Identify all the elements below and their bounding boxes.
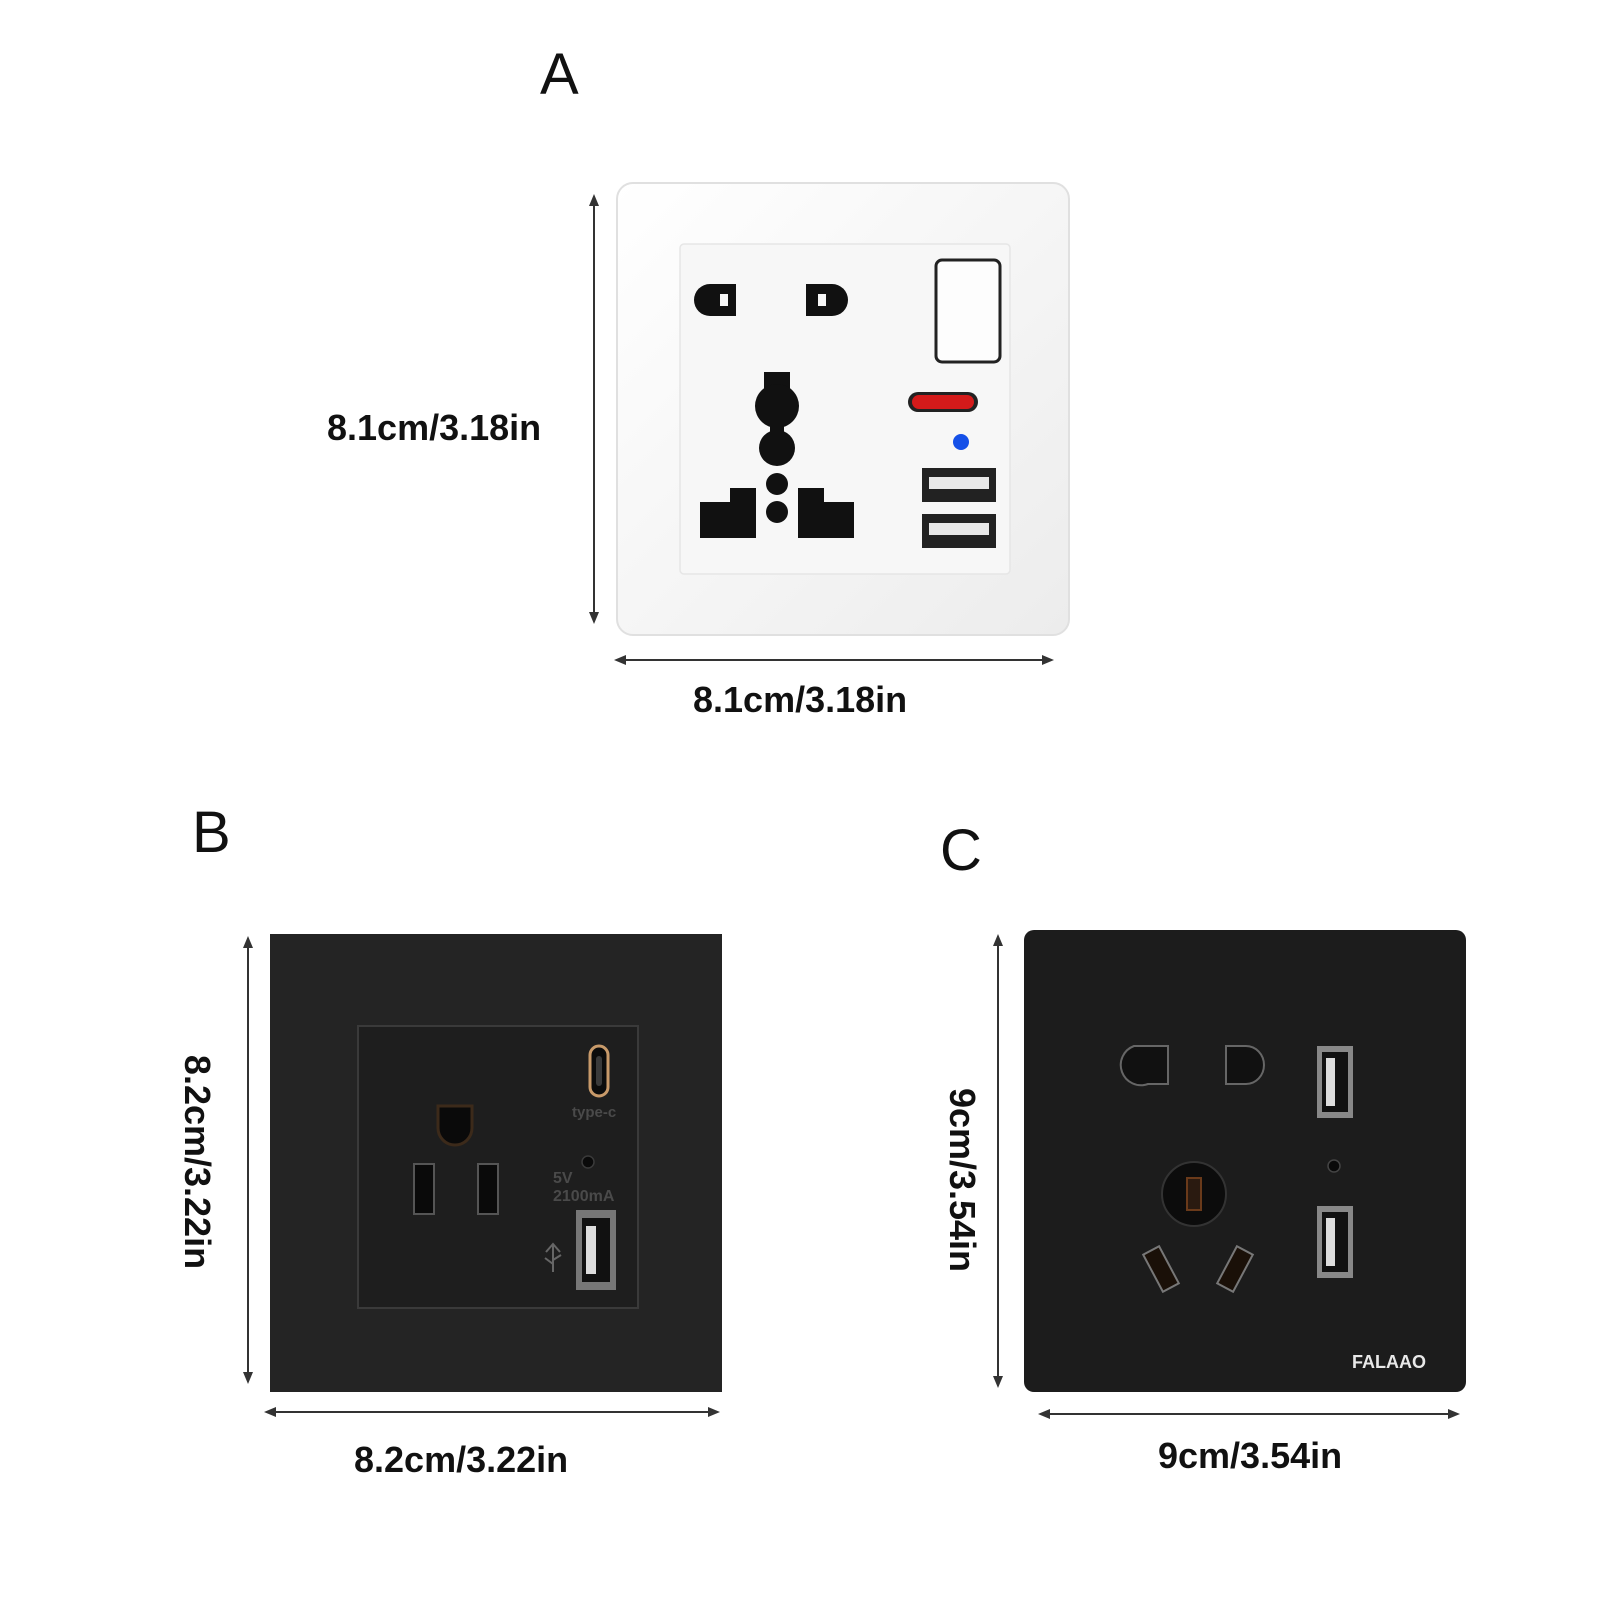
panel-a-width-arrow [614,655,1054,665]
panel-a-width-label: 8.1cm/3.18in [693,679,908,720]
panel-a-height-label: 8.1cm/3.18in [327,407,542,448]
brand-label: FALAAO [1352,1352,1426,1372]
panel-c-width-arrow [1038,1409,1460,1419]
panel-b-label: B [192,800,231,865]
panel-c-label: C [940,818,982,883]
panel-b-height-label: 8.2cm/3.22in [177,1054,218,1270]
rating-current: 2100mA [553,1188,615,1205]
panel-b-width-arrow [264,1407,720,1417]
panel-a-label: A [540,42,579,107]
rating-voltage: 5V [553,1170,573,1187]
panel-b-width-label: 8.2cm/3.22in [354,1439,569,1480]
panel-b-height-arrow [243,936,253,1384]
socket-c-black [1024,930,1466,1392]
panel-c-height-label: 9cm/3.54in [942,1087,983,1273]
panel-c-width-label: 9cm/3.54in [1158,1435,1343,1476]
socket-b-black [270,934,722,1392]
panel-a-height-arrow [589,194,599,624]
panel-c-height-arrow [993,934,1003,1388]
type-c-label: type-c [572,1104,617,1121]
socket-a-white [616,182,1070,636]
